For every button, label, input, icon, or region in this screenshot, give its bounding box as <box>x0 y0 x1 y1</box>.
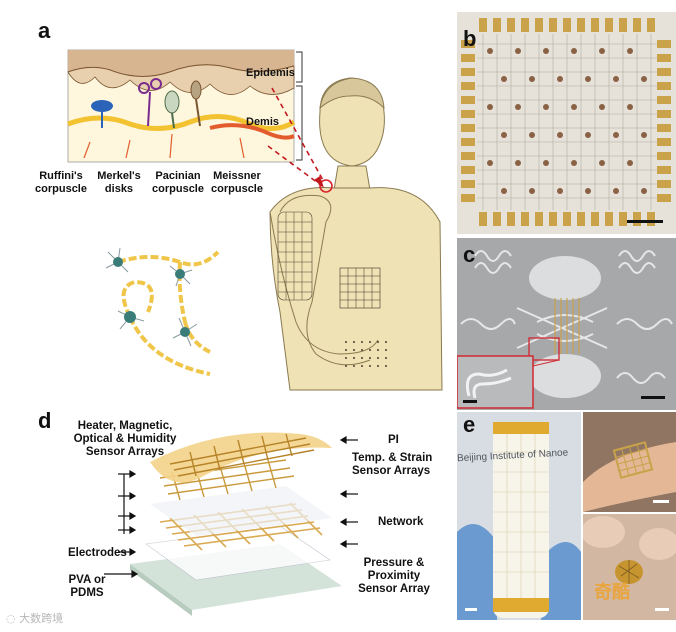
panel-a: a Epidemis Demis Ruffini's corpuscle Mer… <box>0 0 455 400</box>
sensor-array-grid <box>457 12 676 234</box>
receptor-label-meissner: Meissner corpuscle <box>211 170 263 195</box>
panel-b-letter: b <box>463 26 477 51</box>
panel-e-fingertips-scale-bar <box>655 608 669 611</box>
panel-c-letter: c <box>463 242 476 267</box>
panel-e-photo-finger <box>583 412 676 512</box>
receptor-label-merkel: Merkel's disks <box>97 170 141 195</box>
panel-e-letter: e <box>463 412 476 437</box>
receptor-label-ruffini: Ruffini's corpuscle <box>35 170 87 195</box>
panel-d-letter: d <box>38 408 52 433</box>
temp-strain-label: Temp. & Strain Sensor Arrays <box>352 452 433 477</box>
panel-e-photo-fingertips <box>583 514 676 620</box>
panel-b-scale-bar <box>627 220 663 223</box>
network-label: Network <box>378 516 424 528</box>
watermark-left-logo-icon: ◌ <box>6 612 16 625</box>
fingertips-with-crumpled-sensor <box>583 514 676 620</box>
watermark-left: ◌ 大数跨境 <box>6 612 64 625</box>
panel-e-photo-main: Beijing Institute of Nanoe e <box>457 412 581 620</box>
panel-e-scale-bar <box>465 608 477 611</box>
electrodes-label: Electrodes <box>68 547 127 559</box>
pressure-proximity-label: Pressure & Proximity Sensor Array <box>358 557 430 595</box>
pi-label: PI <box>388 434 399 446</box>
human-figure-illustration <box>269 77 443 391</box>
serpentine-sensor-micrograph <box>457 238 676 410</box>
skin-cross-section-diagram <box>67 49 303 163</box>
watermark-right: 奇酷 <box>594 582 630 603</box>
panel-c-scale-bar <box>641 396 665 399</box>
rolled-sensor-sheet <box>457 412 581 620</box>
epidermis-label: Epidemis <box>246 67 295 79</box>
panel-e-finger-scale-bar <box>653 500 669 503</box>
panel-d: d <box>0 402 455 632</box>
panel-c-inset-scale-bar <box>463 400 477 403</box>
dermis-label: Demis <box>246 116 280 128</box>
receptor-label-pacinian: Pacinian corpuscle <box>152 170 204 195</box>
pva-pdms-label: PVA or PDMS <box>68 574 106 599</box>
finger-with-sensor <box>583 412 676 512</box>
callout-dashed-lines <box>267 87 325 188</box>
layered-sensor-stack-diagram <box>130 432 342 616</box>
heater-sensor-label: Heater, Magnetic, Optical & Humidity Sen… <box>73 420 177 458</box>
panel-b-photo: b <box>457 12 676 234</box>
panel-a-letter: a <box>38 18 51 43</box>
neuron-illustration <box>105 247 220 376</box>
panel-c-photo: c <box>457 238 676 410</box>
panel-d-arrows <box>104 435 358 579</box>
